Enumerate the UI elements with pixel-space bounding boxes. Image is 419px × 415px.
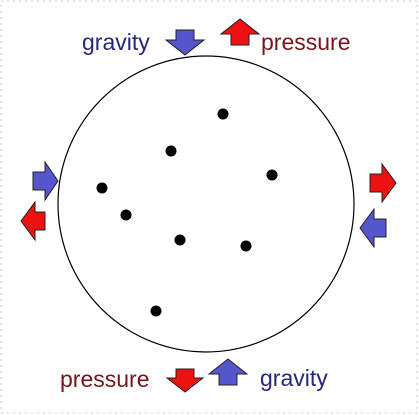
particle	[217, 108, 229, 120]
pressure-arrow-down-icon	[165, 368, 205, 393]
particle	[150, 305, 162, 317]
particle	[165, 145, 177, 157]
bottom-gravity-label: gravity	[260, 365, 328, 391]
particle	[266, 169, 278, 181]
top-gravity-label: gravity	[82, 29, 150, 55]
pressure-arrow-right-icon	[369, 162, 397, 204]
particle	[96, 182, 108, 194]
pressure-arrow-up-icon	[219, 18, 261, 46]
particle	[120, 209, 132, 221]
gravity-arrow-left-icon	[359, 207, 387, 249]
particles	[96, 108, 278, 317]
particle	[174, 234, 186, 246]
star-circle	[57, 55, 355, 353]
bottom-pressure-label: pressure	[60, 366, 149, 392]
gravity-arrow-up-icon	[207, 358, 249, 386]
particle	[240, 240, 252, 252]
gravity-arrow-right-icon	[32, 160, 59, 202]
top-pressure-label: pressure	[261, 29, 350, 55]
pressure-arrow-left-icon	[20, 200, 46, 242]
gravity-arrow-down-icon	[164, 29, 206, 56]
